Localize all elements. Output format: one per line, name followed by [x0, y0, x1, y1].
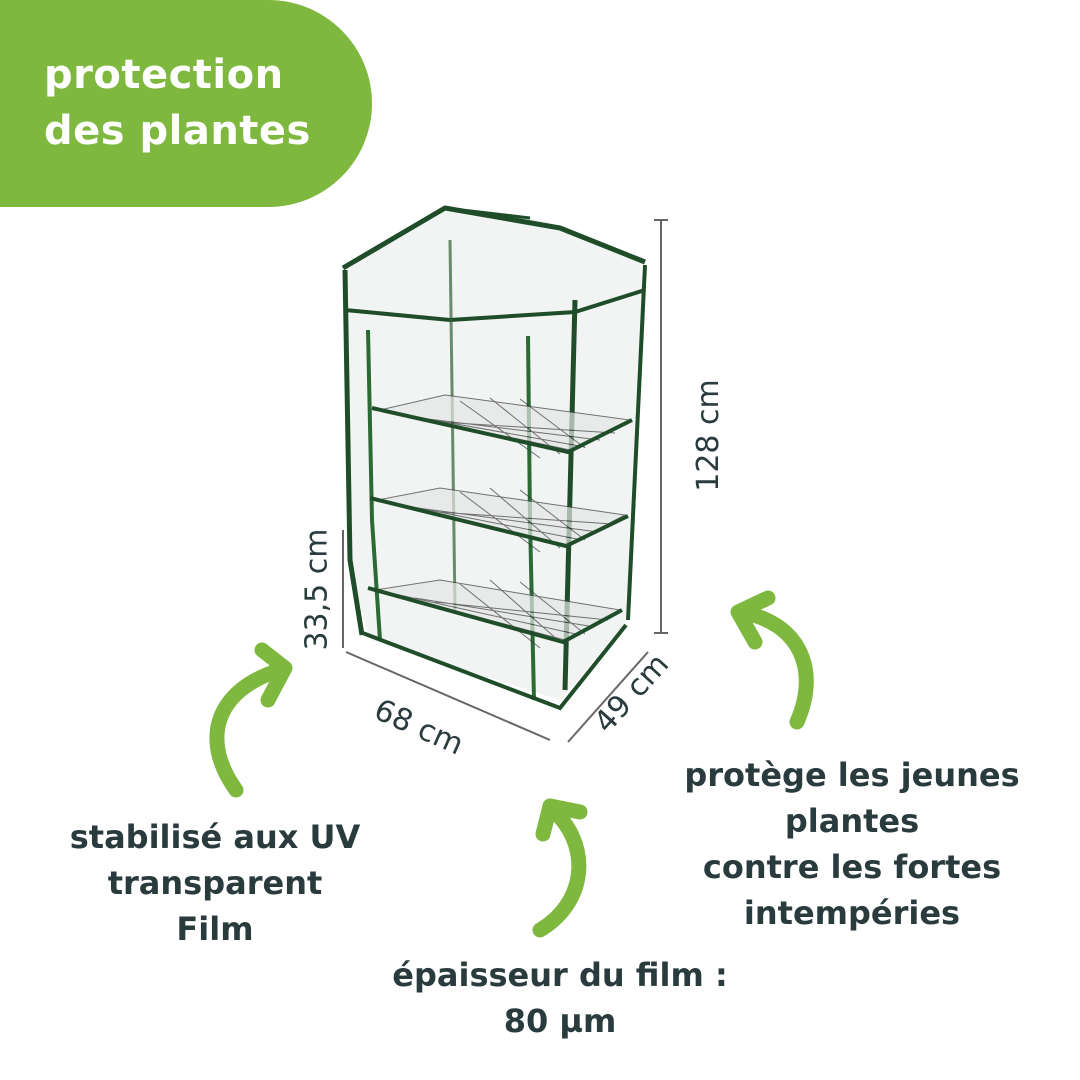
uv-caption-line-2: transparent — [107, 864, 323, 902]
weather-protection-caption: protège les jeunes plantes contre les fo… — [672, 752, 1032, 936]
thickness-caption-line-1: épaisseur du film : — [392, 956, 728, 994]
shelf-spacing-dimension-label: 33,5 cm — [299, 528, 335, 651]
protection-caption-line-1: protège les jeunes — [684, 756, 1020, 794]
uv-film-caption: stabilisé aux UV transparent Film — [50, 814, 380, 952]
uv-caption-line-3: Film — [176, 910, 254, 948]
height-dimension-label: 128 cm — [690, 379, 726, 492]
mini-greenhouse-product-image — [341, 205, 647, 711]
uv-caption-line-1: stabilisé aux UV — [69, 818, 361, 856]
title-banner: protection des plantes — [0, 0, 372, 207]
dimension-lines — [342, 219, 668, 743]
thickness-caption-line-2: 80 µm — [503, 1002, 617, 1040]
protection-caption-line-3: contre les fortes — [702, 848, 1002, 886]
curved-arrow-icon — [730, 590, 814, 730]
curved-arrow-icon — [209, 642, 293, 798]
curved-arrow-icon — [532, 798, 588, 938]
protection-caption-line-4: intempéries — [743, 894, 961, 932]
banner-title-line-1: protection — [44, 52, 284, 98]
protection-caption-line-2: plantes — [784, 802, 920, 840]
film-thickness-caption: épaisseur du film : 80 µm — [360, 952, 760, 1044]
banner-title-line-2: des plantes — [44, 108, 311, 154]
